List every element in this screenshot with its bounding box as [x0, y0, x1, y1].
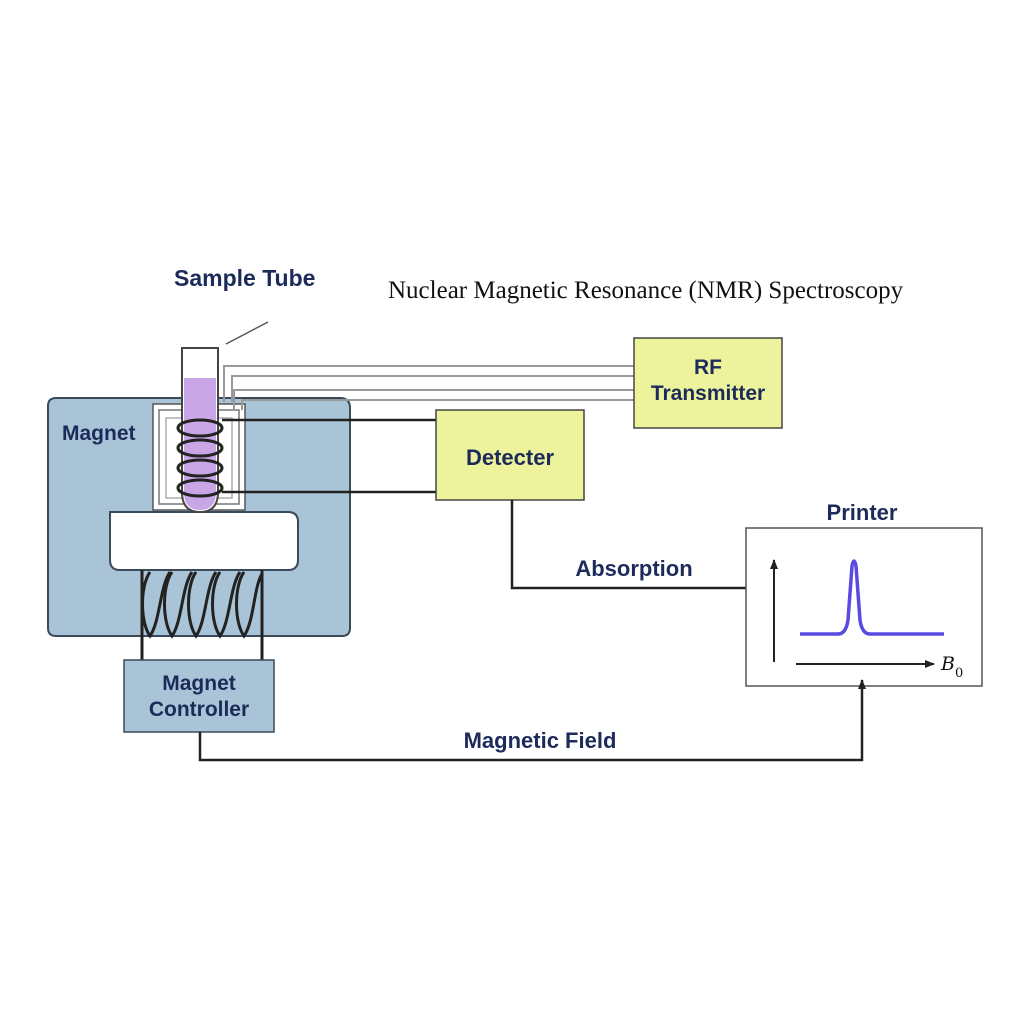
coil-turn-5 [235, 571, 264, 639]
magnet-controller: Magnet Controller [123, 659, 275, 733]
printer: Printer B0 [745, 500, 983, 687]
detector: Detecter [435, 409, 585, 501]
diagram-title: Nuclear Magnetic Resonance (NMR) Spectro… [388, 277, 904, 304]
absorption-arrow [510, 500, 757, 592]
lower-coil [140, 570, 264, 660]
absorption-path: Absorption [510, 500, 757, 592]
magnet-controller-box [123, 659, 275, 733]
rf-wires [223, 365, 634, 410]
magnet: Magnet [47, 397, 351, 637]
rf-wire-inner [233, 389, 634, 410]
rf-coil-turn-4 [176, 478, 224, 498]
printer-label: Printer [827, 500, 898, 525]
rf-coil-turn-1 [176, 418, 224, 438]
coil-turn-2 [163, 571, 194, 639]
rf-wire-inner-2 [241, 399, 634, 410]
rf-wire-outer-2 [231, 375, 634, 402]
magnetic-field-arrow [198, 679, 866, 762]
magnet-label: Magnet [62, 422, 136, 445]
coil-turn-4 [211, 571, 242, 639]
detector-label: Detecter [466, 445, 554, 470]
absorption-label: Absorption [575, 556, 692, 581]
rf-wire-outer [223, 365, 634, 402]
magnet-controller-label-2: Controller [149, 698, 249, 721]
rf-coil-turn-2 [176, 438, 224, 458]
magnet-controller-label-1: Magnet [162, 672, 236, 695]
printer-box [745, 527, 983, 687]
magnetic-field-path: Magnetic Field [198, 679, 866, 762]
sample-tube-label: Sample Tube [174, 265, 315, 291]
coil-turn-1 [141, 571, 172, 639]
rf-transmitter-label-2: Transmitter [651, 382, 765, 405]
rf-transmitter: RF Transmitter [633, 337, 783, 429]
magnet-gap [109, 511, 299, 571]
rf-coil-turn-3 [176, 458, 224, 478]
sample-tube-pointer [225, 321, 269, 345]
coil-turn-3 [187, 571, 218, 639]
rf-coil [176, 418, 224, 498]
sample-tube: Sample Tube [174, 265, 315, 514]
nmr-peak-line [800, 559, 944, 636]
rf-transmitter-label-1: RF [694, 356, 722, 379]
detector-box [435, 409, 585, 501]
rf-transmitter-box [633, 337, 783, 429]
magnetic-field-label: Magnetic Field [464, 728, 617, 753]
detector-wires [222, 418, 436, 494]
tube-liquid [184, 378, 216, 510]
axis-b-label: B0 [940, 653, 963, 681]
